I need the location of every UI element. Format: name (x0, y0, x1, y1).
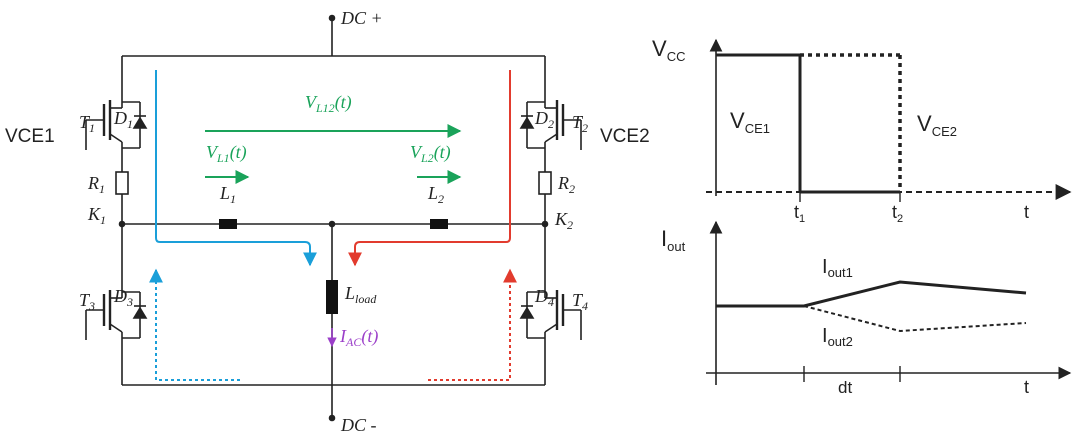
iout2-trace (803, 305, 1027, 333)
r2-label: R2 (557, 173, 575, 196)
blue-freewheel-path (149, 268, 240, 381)
dc-plus-label: DC + (340, 8, 383, 28)
vce1-label: VCE1 (5, 126, 55, 147)
vl1-label: VL1(t) (206, 142, 247, 165)
dt-label: dt (838, 378, 852, 397)
k1-label: K1 (87, 204, 106, 227)
dc-minus-terminal (328, 414, 336, 422)
t2-label: T2 (572, 112, 588, 135)
t1-label: T1 (79, 112, 95, 135)
vl2-label: VL2(t) (410, 142, 451, 165)
iout-waveform: Iout Iout1 Iout2 dt t (661, 220, 1072, 397)
dc-minus-label: DC - (340, 415, 377, 435)
dc-plus-terminal (328, 14, 336, 22)
l2-label: L2 (427, 183, 444, 206)
vcc-label: VCC (652, 36, 685, 64)
d1-label: D1 (113, 108, 133, 131)
l1-label: L1 (219, 183, 236, 206)
lload-label: Lload (344, 283, 377, 306)
circuit-diagram (85, 14, 582, 422)
vce2-label: VCE2 (600, 126, 650, 147)
circuit-labels: DC + DC - VCE1 VCE2 T1 D1 T3 D3 T2 D2 T4… (5, 8, 650, 435)
d3-label: D3 (113, 286, 133, 309)
r1-label: R1 (87, 173, 105, 196)
inductor-l1 (219, 219, 237, 229)
iout2-label: Iout2 (822, 325, 853, 349)
blue-current-path (155, 70, 317, 267)
iout1-trace (716, 280, 1027, 308)
t2-label: t2 (892, 202, 903, 225)
k1-node (118, 220, 126, 228)
iout1-label: Iout1 (822, 256, 853, 280)
iac-label: IAC(t) (339, 326, 378, 349)
vl12-label: VL12(t) (305, 92, 352, 115)
vce-waveform: VCC VCE1 VCE2 t1 t2 t (652, 36, 1072, 225)
k2-node (541, 220, 549, 228)
igbt-t1 (85, 95, 148, 150)
red-freewheel-path (428, 268, 517, 381)
igbt-t4 (519, 285, 582, 340)
t1-label: t1 (794, 202, 805, 225)
resistor-r1 (115, 171, 129, 195)
igbt-t2 (519, 95, 582, 150)
resistor-r2 (538, 171, 552, 195)
igbt-t3 (85, 285, 148, 340)
t-axis-label: t (1024, 202, 1029, 222)
t4-label: T4 (572, 290, 588, 313)
t-axis-label-bottom: t (1024, 377, 1029, 397)
d4-label: D4 (534, 286, 554, 309)
vce1-wave-label: VCE1 (730, 108, 770, 136)
iout-label: Iout (661, 226, 686, 254)
vce2-wave-label: VCE2 (917, 111, 957, 139)
current-paths (149, 70, 517, 381)
inductor-l2 (430, 219, 448, 229)
k2-label: K2 (554, 209, 573, 232)
t3-label: T3 (79, 290, 95, 313)
red-current-path (348, 70, 511, 267)
inductor-lload (326, 280, 338, 314)
d2-label: D2 (534, 108, 554, 131)
